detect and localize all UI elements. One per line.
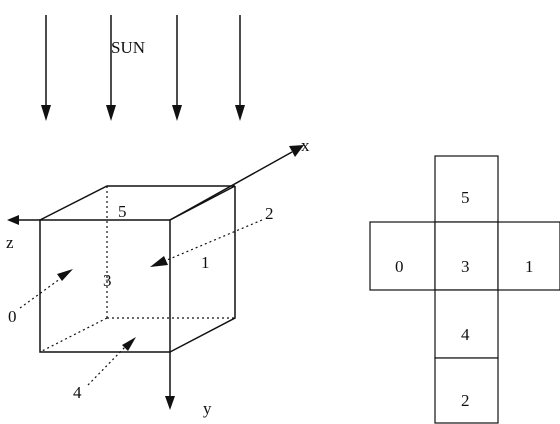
x-axis-label: x <box>301 136 310 155</box>
top-face-label: 5 <box>118 202 127 221</box>
left-face-label: 0 <box>8 307 17 326</box>
net-cell-label: 1 <box>525 257 534 276</box>
right-face-label: 1 <box>201 253 210 272</box>
z-axis: z <box>6 215 40 252</box>
cube-net: 5 0 3 1 4 2 <box>369 155 560 424</box>
sun-ray <box>106 15 116 121</box>
net-cell <box>369 221 436 291</box>
y-axis-label: y <box>203 399 212 418</box>
front-face-label: 3 <box>103 271 112 290</box>
sun-ray <box>172 15 182 121</box>
net-cell-label: 4 <box>461 325 470 344</box>
face-2-arrow: 2 <box>150 204 274 267</box>
right-face-edges <box>169 186 236 353</box>
back-face-label: 2 <box>265 204 274 223</box>
net-cell <box>497 221 560 291</box>
top-face-edges <box>39 185 236 221</box>
net-cell-label: 0 <box>395 257 404 276</box>
net-cell <box>434 221 499 291</box>
net-cell-label: 3 <box>461 257 470 276</box>
y-axis: y <box>165 352 212 418</box>
sun-ray <box>235 15 245 121</box>
sun-ray <box>41 15 51 121</box>
net-cell <box>434 357 499 424</box>
bottom-face-label: 4 <box>73 383 82 402</box>
face-4-arrow: 4 <box>73 337 136 402</box>
net-cell-label: 2 <box>461 391 470 410</box>
x-axis: x <box>169 136 310 221</box>
face-0-arrow: 0 <box>8 269 73 326</box>
sun-label: SUN <box>111 38 145 57</box>
net-cell <box>434 155 499 223</box>
sun-rays <box>41 15 245 121</box>
z-axis-label: z <box>6 233 14 252</box>
net-cell <box>434 289 499 359</box>
hidden-edge <box>39 317 108 353</box>
net-cell-label: 5 <box>461 188 470 207</box>
